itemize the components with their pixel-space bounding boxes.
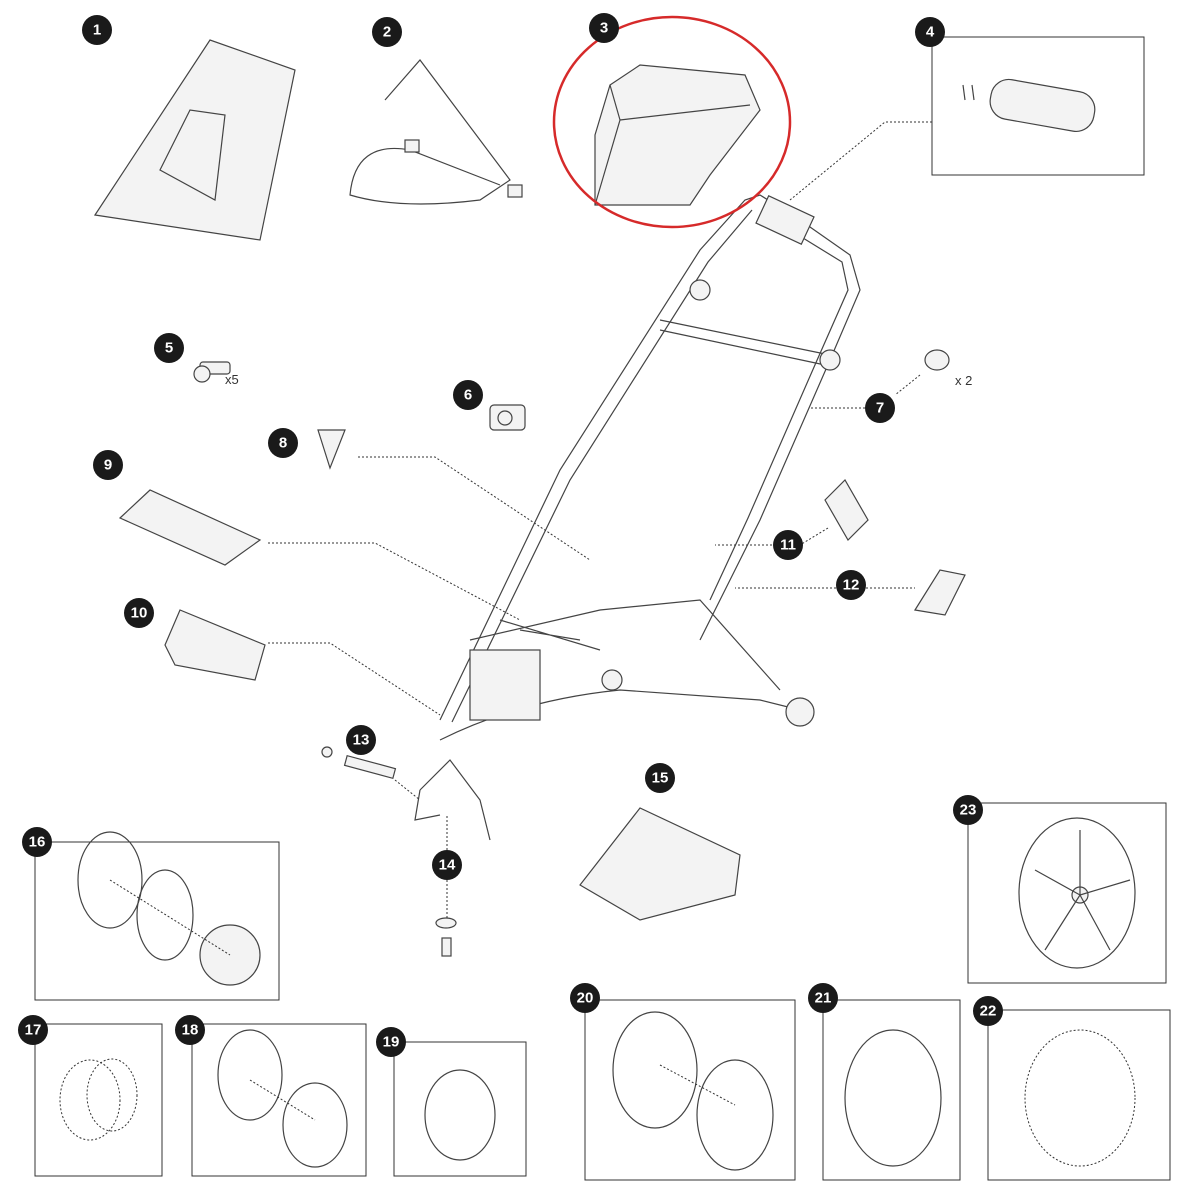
badge-16: 16 xyxy=(22,827,52,857)
badge-5: 5 xyxy=(154,333,184,363)
svg-text:13: 13 xyxy=(353,732,370,749)
part-4-box xyxy=(931,36,1145,176)
basket-panel xyxy=(469,649,541,721)
badge-3: 3 xyxy=(589,13,619,43)
svg-text:8: 8 xyxy=(279,435,287,452)
part-12-latch xyxy=(914,569,966,616)
part-8-clip xyxy=(317,429,346,470)
svg-text:20: 20 xyxy=(577,990,594,1007)
svg-text:5: 5 xyxy=(165,340,173,357)
svg-text:2: 2 xyxy=(383,24,391,41)
part-20-box xyxy=(584,999,796,1181)
part-9-tray xyxy=(118,489,262,566)
part-1-seat xyxy=(93,39,296,241)
badge-15: 15 xyxy=(645,763,675,793)
part-16-wheel-set xyxy=(77,831,261,986)
part-5-qty: x5 xyxy=(225,372,239,387)
svg-text:10: 10 xyxy=(131,605,148,622)
svg-text:12: 12 xyxy=(843,577,860,594)
part-number-badges: 1 2 3 4 5 6 7 8 9 10 11 12 13 14 15 16 1… xyxy=(18,13,1003,1057)
part-15-basket xyxy=(579,807,741,921)
part-17-box xyxy=(34,1023,163,1177)
svg-text:1: 1 xyxy=(93,22,101,39)
part-21-tire xyxy=(844,1029,942,1167)
badge-19: 19 xyxy=(376,1027,406,1057)
svg-text:18: 18 xyxy=(182,1022,199,1039)
svg-text:19: 19 xyxy=(383,1034,400,1051)
badge-12: 12 xyxy=(836,570,866,600)
svg-text:9: 9 xyxy=(104,457,112,474)
part-23-box xyxy=(967,802,1167,984)
part-2-frame xyxy=(349,59,523,205)
part-18-box xyxy=(191,1023,367,1177)
svg-text:11: 11 xyxy=(780,537,796,554)
svg-text:17: 17 xyxy=(25,1022,42,1039)
svg-text:6: 6 xyxy=(464,387,472,404)
part-19-box xyxy=(393,1041,527,1177)
stroller-frame xyxy=(414,194,861,841)
badge-9: 9 xyxy=(93,450,123,480)
part-19-tube xyxy=(424,1069,496,1161)
svg-text:3: 3 xyxy=(600,20,608,37)
badge-20: 20 xyxy=(570,983,600,1013)
badge-13: 13 xyxy=(346,725,376,755)
badge-10: 10 xyxy=(124,598,154,628)
badge-7: 7 xyxy=(865,393,895,423)
badge-11: 11 xyxy=(773,530,803,560)
badge-6: 6 xyxy=(453,380,483,410)
badge-21: 21 xyxy=(808,983,838,1013)
part-22-box xyxy=(987,1009,1171,1181)
badge-22: 22 xyxy=(973,996,1003,1026)
badge-8: 8 xyxy=(268,428,298,458)
part-11-mount xyxy=(824,479,869,541)
badge-4: 4 xyxy=(915,17,945,47)
part-10-bumper xyxy=(164,609,266,681)
part-5-bolt xyxy=(193,361,231,383)
badge-1: 1 xyxy=(82,15,112,45)
svg-text:23: 23 xyxy=(960,802,977,819)
svg-text:21: 21 xyxy=(815,990,832,1007)
part-3-canopy xyxy=(594,64,761,206)
badge-23: 23 xyxy=(953,795,983,825)
svg-text:7: 7 xyxy=(876,400,884,417)
part-21-box xyxy=(822,999,961,1181)
part-boxes xyxy=(34,36,1171,1181)
svg-text:22: 22 xyxy=(980,1003,997,1020)
part-16-box xyxy=(34,841,280,1001)
part-14-washer-screw xyxy=(435,917,457,957)
part-22-segments xyxy=(1024,1029,1136,1167)
badge-17: 17 xyxy=(18,1015,48,1045)
part-7-qty: x 2 xyxy=(955,373,972,388)
highlight-circle xyxy=(552,15,792,229)
leader-lines xyxy=(109,121,932,1121)
svg-text:4: 4 xyxy=(926,24,935,41)
part-13-pin xyxy=(321,746,397,780)
part-7-cap xyxy=(924,349,950,371)
badge-2: 2 xyxy=(372,17,402,47)
part-23-wheel xyxy=(1018,817,1136,969)
part-17-segments xyxy=(59,1058,138,1141)
part-20-tire-set xyxy=(612,1011,774,1171)
svg-text:16: 16 xyxy=(29,834,46,851)
part-4-handle xyxy=(962,78,1096,132)
svg-text:15: 15 xyxy=(652,770,669,787)
svg-text:14: 14 xyxy=(439,857,456,874)
badge-18: 18 xyxy=(175,1015,205,1045)
badge-14: 14 xyxy=(432,850,462,880)
part-18-tire-set xyxy=(217,1029,348,1168)
part-6-knob xyxy=(489,404,526,431)
